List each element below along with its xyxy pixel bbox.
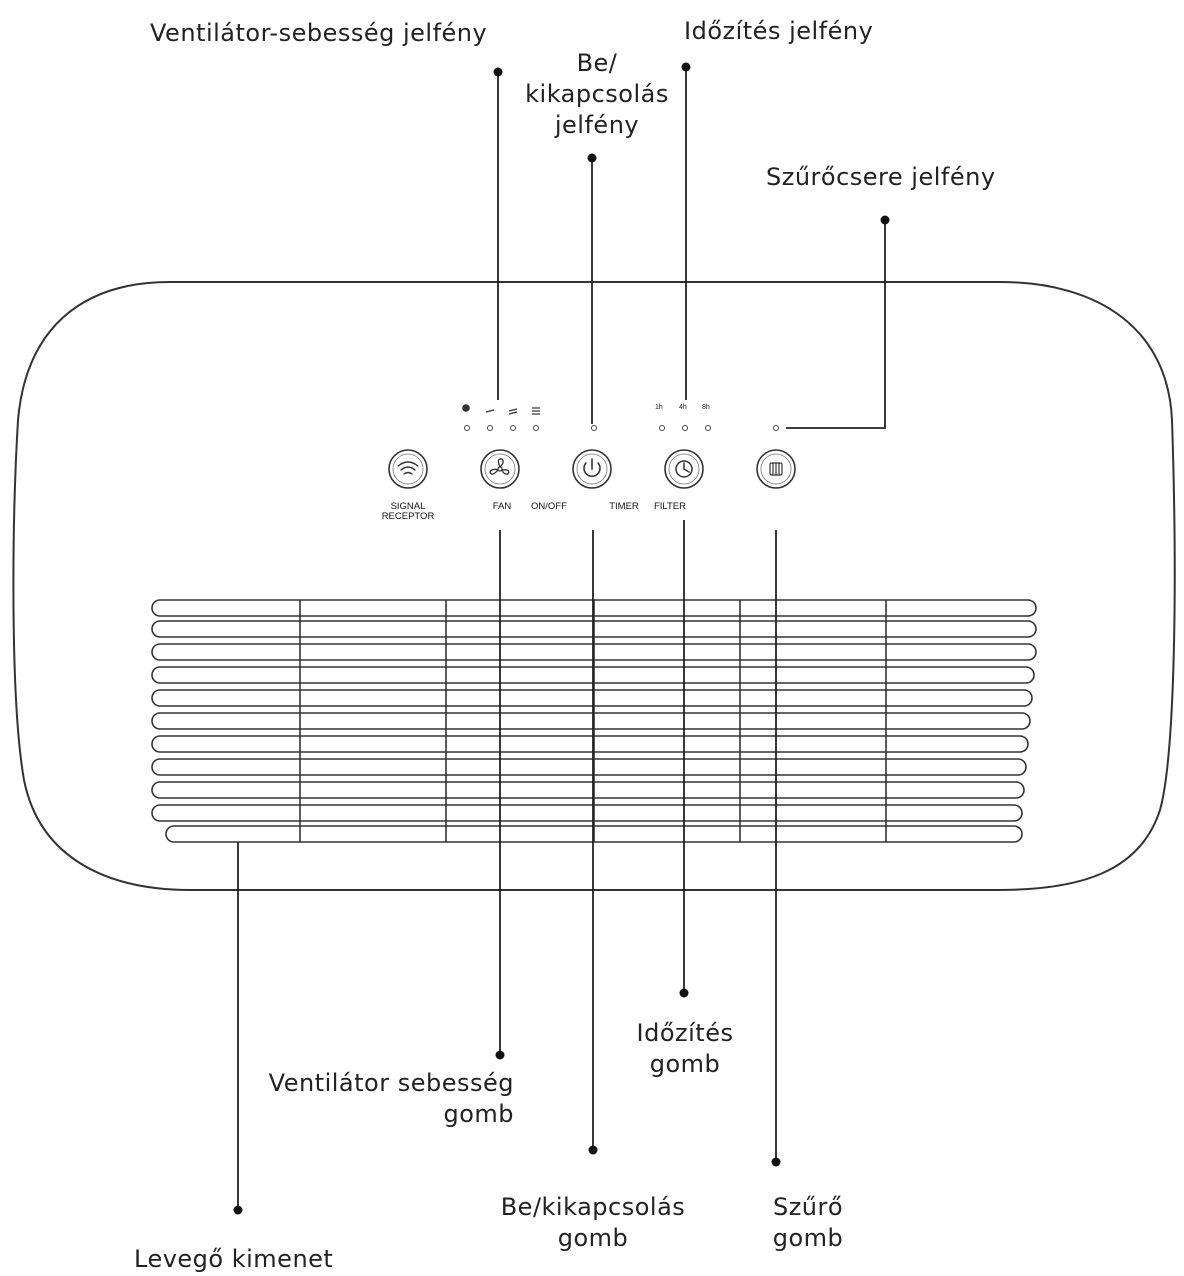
callout-fan-speed-button: Ventilátor sebesség gomb [268,1069,514,1128]
device-body-outline [12,281,1176,891]
callout-power-button: Be/kikapcsolás gomb [500,1193,686,1252]
fan-label: FAN [492,501,512,512]
timer-option-1h: 1h [655,404,663,411]
leader-dots [233,62,890,1215]
timer-button[interactable] [664,449,704,489]
indicator-leds [464,425,779,431]
air-outlet-grille [151,599,1037,843]
wifi-signal-icon [397,461,419,475]
on-off-label: ON/OFF [531,501,567,512]
sleep-icon [462,404,470,412]
filter-label: FILTER [653,501,687,512]
callout-fan-speed-indicator: Ventilátor-sebesség jelfény [150,19,488,47]
callout-timer-indicator: Időzítés jelfény [684,17,874,45]
low-speed-icon [485,409,495,413]
signal-receptor [388,449,428,489]
power-icon [583,458,601,478]
callout-air-outlet: Levegő kimenet [134,1245,334,1273]
fan-button[interactable] [480,449,520,489]
high-speed-icon [532,407,540,415]
timer-label: TIMER [609,501,639,512]
callout-filter-button: Szűrő gomb [772,1193,844,1252]
filter-button[interactable] [756,449,796,489]
fan-icon [489,458,510,475]
power-button[interactable] [572,449,612,489]
filter-icon [769,462,783,476]
timer-option-8h: 8h [702,404,710,411]
signal-receptor-label: SIGNAL RECEPTOR [381,501,435,522]
callout-timer-button: Időzítés gomb [636,1019,734,1078]
leader-lines [237,67,886,1210]
leader-filter-change-indicator [786,220,886,429]
medium-speed-icon [508,408,518,415]
callout-power-indicator: Be/ kikapcsolás jelfény [525,49,669,139]
callout-filter-change-indicator: Szűrőcsere jelfény [766,163,996,191]
clock-icon [675,460,693,478]
timer-option-4h: 4h [679,404,687,411]
fan-speed-glyphs [462,404,540,415]
